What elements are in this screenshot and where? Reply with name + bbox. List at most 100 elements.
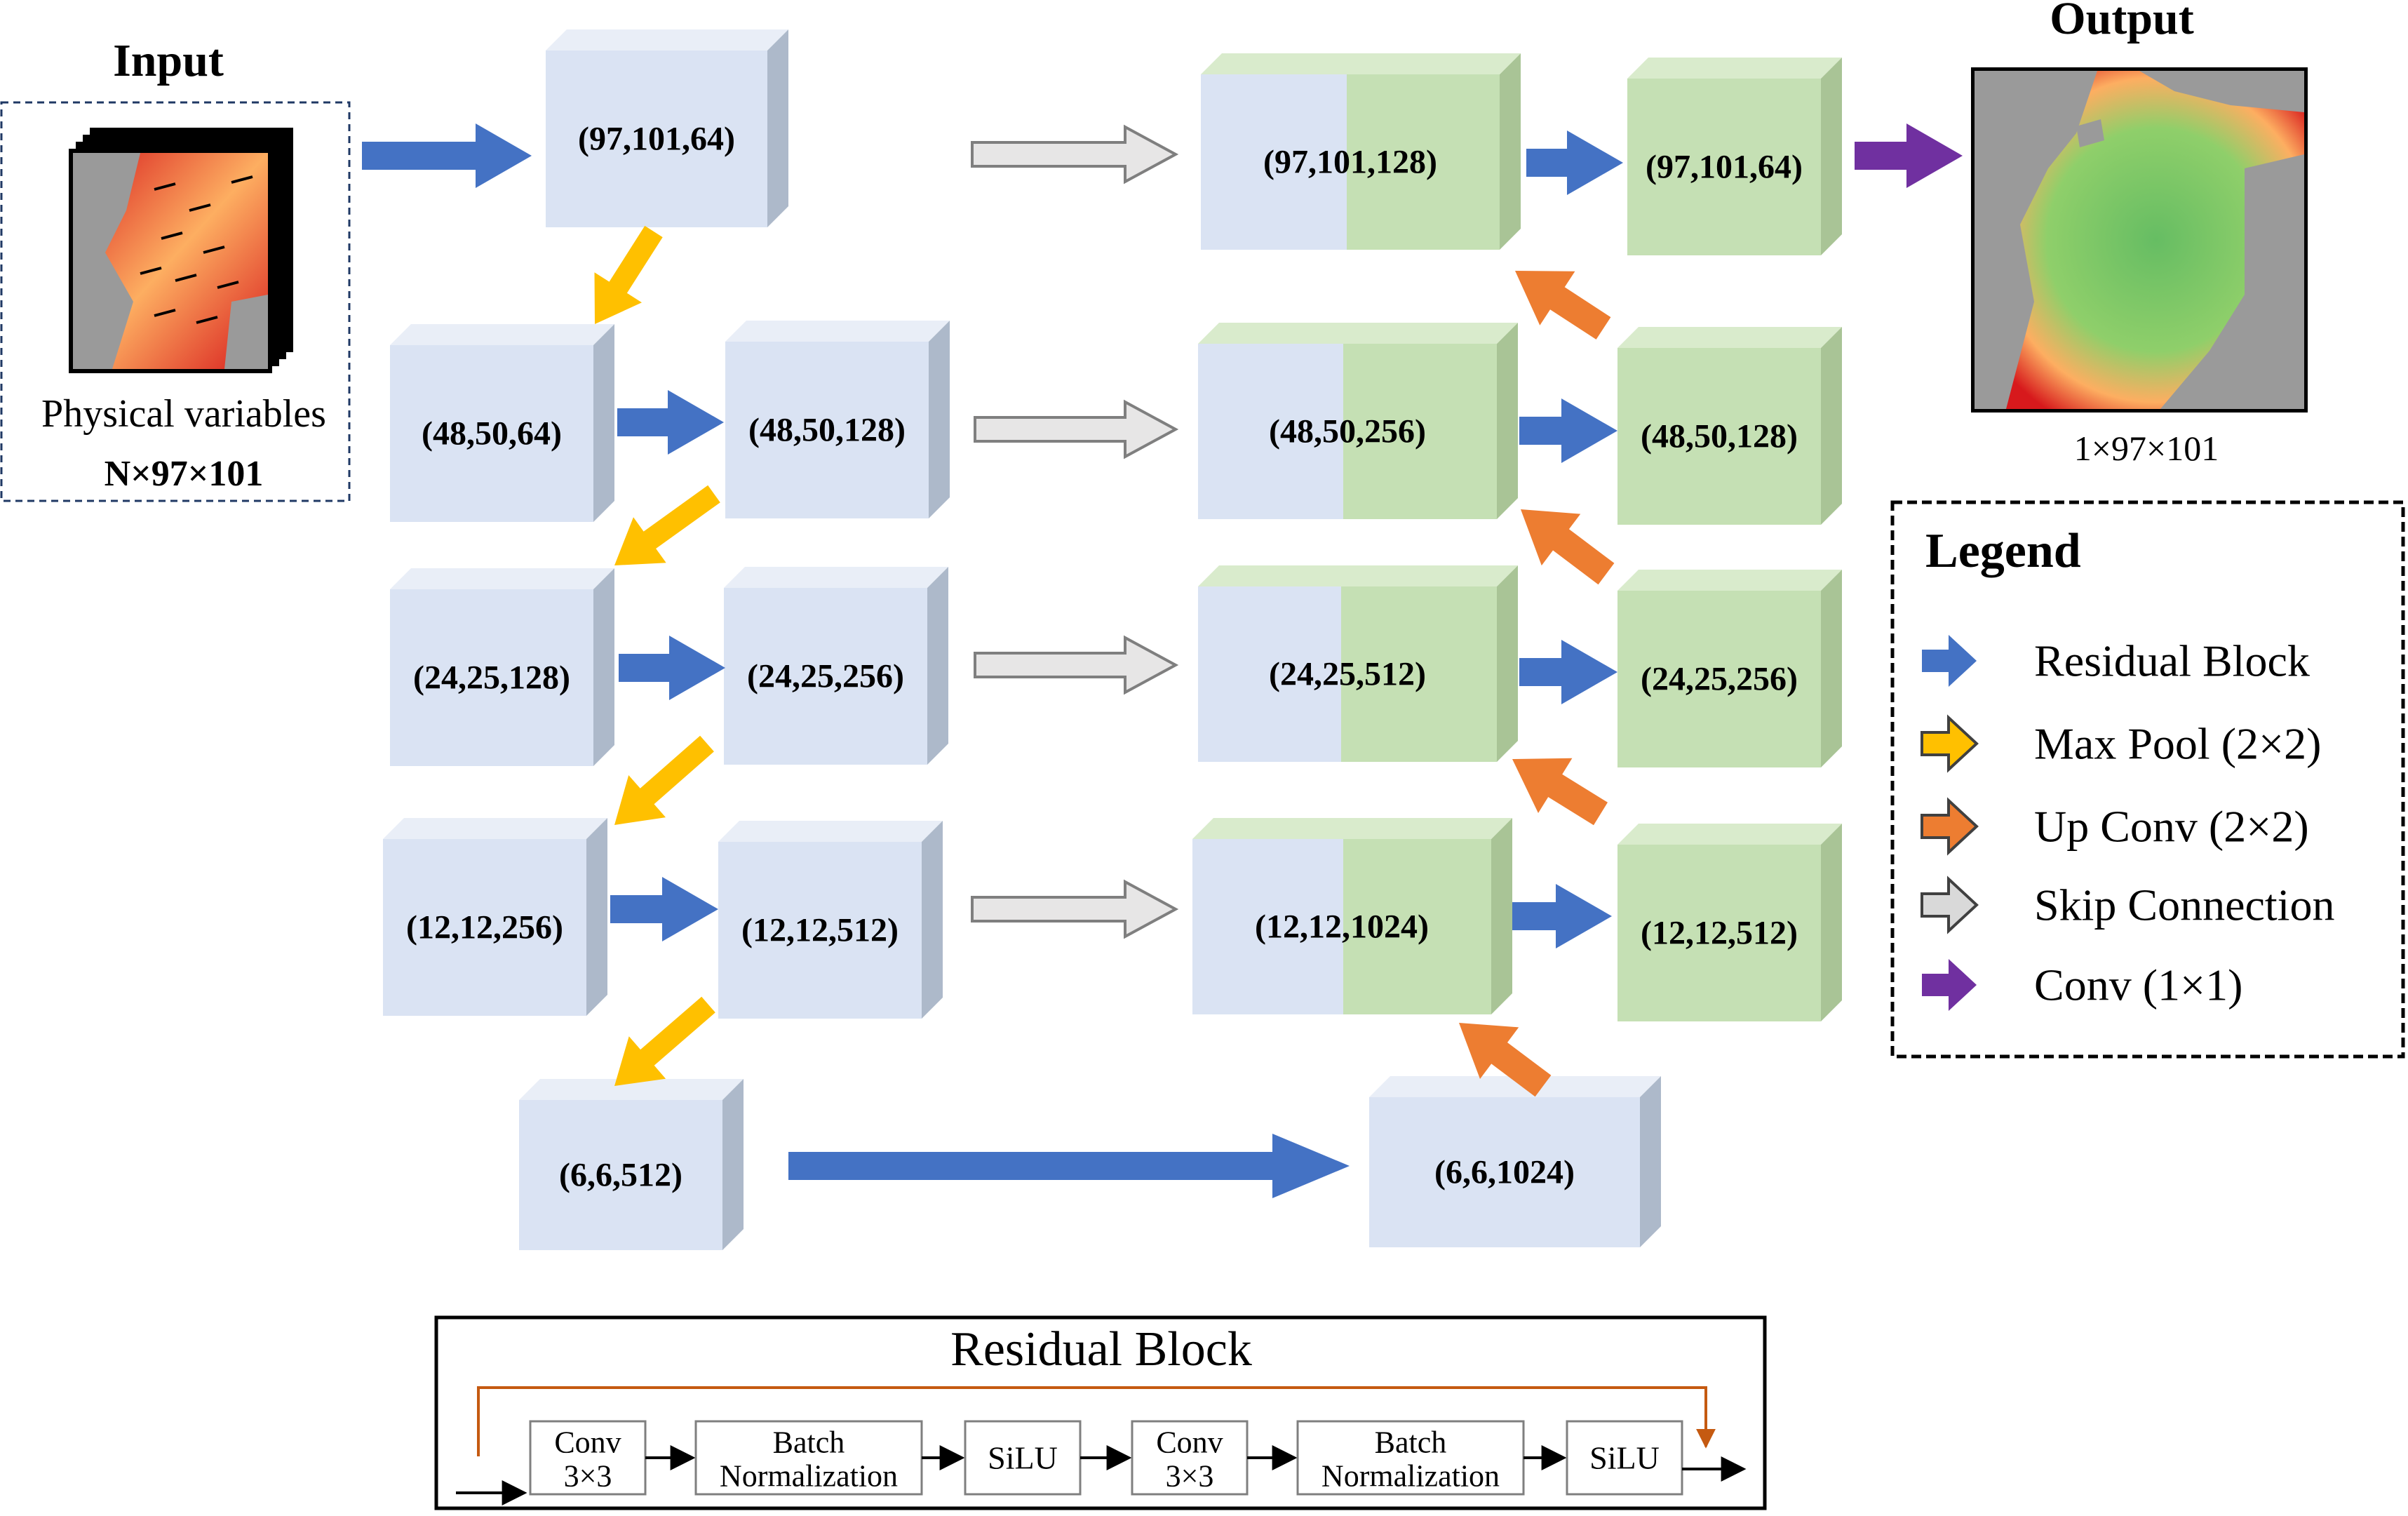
- block-bottleneck-in: (6,6,512): [519, 1079, 744, 1250]
- skip-arrow-4: [971, 879, 1179, 939]
- block-e2b: (48,50,128): [725, 321, 950, 518]
- input-title: Input: [113, 35, 224, 86]
- residual-step-line1: SiLU: [1589, 1440, 1660, 1476]
- block-e3a: (24,25,128): [390, 568, 614, 766]
- output-map-image: [1971, 67, 2308, 412]
- blue-arrow-icon: [1922, 635, 1977, 687]
- residual-arrow-d4: [1512, 884, 1612, 948]
- residual-step-line2: Normalization: [1321, 1459, 1500, 1494]
- upconv-arrow-1: [1515, 271, 1611, 340]
- block-d1cat-label: (97,101,128): [1263, 144, 1437, 181]
- legend-item: Skip Connection: [1921, 876, 2334, 934]
- residual-step-line1: Conv: [1156, 1426, 1223, 1460]
- maxpool-arrow-3: [614, 735, 714, 825]
- block-d4out: (12,12,512): [1617, 824, 1842, 1021]
- residual-step-line1: Batch: [773, 1426, 845, 1460]
- block-e4a-label: (12,12,256): [406, 909, 563, 946]
- residual-step-line2: Normalization: [720, 1459, 898, 1494]
- block-d2out-label: (48,50,128): [1641, 418, 1798, 455]
- block-d3cat: (24,25,512): [1198, 565, 1518, 762]
- block-bottleneck-in-label: (6,6,512): [559, 1157, 682, 1194]
- upconv-arrow-2: [1521, 509, 1615, 585]
- legend-item-label: Conv (1×1): [2034, 960, 2242, 1010]
- yellow-arrow-icon: [1921, 714, 1979, 773]
- block-e1a: (97,101,64): [546, 29, 788, 227]
- block-d4cat: (12,12,1024): [1192, 818, 1512, 1014]
- block-e3a-label: (24,25,128): [413, 659, 570, 697]
- legend-item-label: Residual Block: [2034, 636, 2310, 686]
- legend-item: Residual Block: [1922, 635, 2310, 687]
- residual-step-line2: 3×3: [564, 1459, 612, 1494]
- block-d2cat: (48,50,256): [1198, 323, 1518, 519]
- residual-arrow-e4: [610, 877, 718, 941]
- skip-arrow-2: [974, 399, 1179, 460]
- block-d3out: (24,25,256): [1617, 570, 1842, 767]
- block-e4b-label: (12,12,512): [741, 912, 899, 949]
- block-d4cat-label: (12,12,1024): [1255, 908, 1429, 946]
- maxpool-arrow-2: [614, 485, 720, 565]
- block-d1out: (97,101,64): [1627, 58, 1842, 255]
- block-d2out: (48,50,128): [1617, 327, 1842, 525]
- residual-arrow-input: [362, 123, 532, 188]
- maxpool-arrow-4: [614, 996, 715, 1086]
- residual-step-box: SiLU: [964, 1420, 1082, 1496]
- block-e3b-label: (24,25,256): [747, 658, 904, 695]
- purple-arrow-icon: [1922, 959, 1977, 1011]
- network-blocks: (97,101,64) (48,50,64) (48,50,128) (24,25,1…: [383, 29, 1842, 1250]
- input-caption: Physical variables: [41, 392, 326, 436]
- skip-arrow-3: [974, 635, 1179, 695]
- orange-arrow-icon: [1921, 797, 1979, 856]
- legend-item-label: Up Conv (2×2): [2034, 802, 2309, 852]
- block-d1cat: (97,101,128): [1201, 53, 1521, 250]
- input-shape: N×97×101: [105, 454, 264, 494]
- block-bottleneck-out: (6,6,1024): [1369, 1076, 1661, 1247]
- legend-item: Conv (1×1): [1922, 959, 2242, 1011]
- residual-arrow-d2: [1519, 398, 1617, 463]
- block-e4b: (12,12,512): [718, 821, 943, 1019]
- residual-arrow-d1: [1526, 130, 1623, 195]
- residual-skip-line: [477, 1386, 1716, 1456]
- output-shape: 1×97×101: [2074, 429, 2219, 468]
- block-bottleneck-out-label: (6,6,1024): [1434, 1154, 1575, 1191]
- residual-block-frame: [434, 1315, 1767, 1510]
- residual-arrow-d3: [1519, 640, 1617, 704]
- input-frame: [0, 101, 351, 502]
- gray-arrow-icon: [1921, 876, 1979, 934]
- upconv-arrow-3: [1512, 758, 1608, 826]
- residual-step-line1: SiLU: [988, 1440, 1058, 1476]
- residual-step-line1: Conv: [554, 1426, 621, 1460]
- block-d3out-label: (24,25,256): [1641, 661, 1798, 698]
- residual-arrow-bottleneck: [788, 1134, 1350, 1198]
- residual-step-box: SiLU: [1566, 1420, 1683, 1496]
- block-d3cat-label: (24,25,512): [1269, 656, 1426, 693]
- legend-item-label: Skip Connection: [2034, 880, 2334, 930]
- block-e2a-label: (48,50,64): [422, 415, 562, 452]
- skip-arrow-1: [971, 124, 1179, 185]
- block-d1out-label: (97,101,64): [1646, 149, 1803, 186]
- block-e2b-label: (48,50,128): [748, 412, 906, 449]
- block-d4out-label: (12,12,512): [1641, 915, 1798, 952]
- block-e3b: (24,25,256): [724, 567, 948, 765]
- network-arrows: [362, 123, 1963, 1198]
- legend-frame: [1890, 500, 2405, 1059]
- block-d2cat-label: (48,50,256): [1269, 413, 1426, 450]
- input-stack-image: [69, 128, 293, 373]
- legend-item: Max Pool (2×2): [1921, 714, 2321, 773]
- residual-arrow-e2: [617, 390, 724, 455]
- residual-arrow-e3: [619, 636, 725, 700]
- block-e2a: (48,50,64): [390, 324, 614, 522]
- residual-step-line1: Batch: [1375, 1426, 1447, 1460]
- residual-block-title: Residual Block: [950, 1322, 1252, 1376]
- maxpool-arrow-1: [594, 225, 663, 324]
- legend-title: Legend: [1925, 524, 2081, 578]
- residual-step-line2: 3×3: [1166, 1459, 1214, 1494]
- block-e1a-label: (97,101,64): [578, 121, 735, 158]
- upconv-arrow-4: [1459, 1023, 1552, 1097]
- block-e4a: (12,12,256): [383, 818, 607, 1016]
